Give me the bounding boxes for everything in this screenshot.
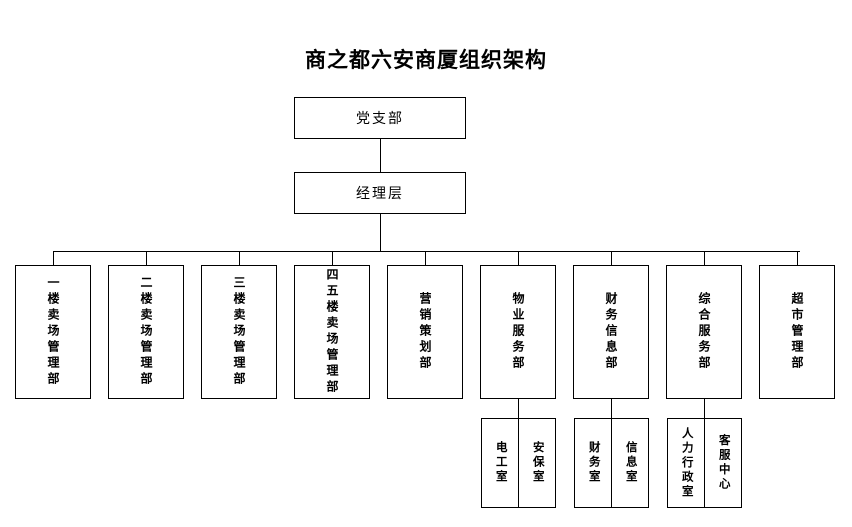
node-department-floor1[interactable]: 一楼卖场管理部	[15, 265, 91, 399]
node-department-finance[interactable]: 财务信息部	[573, 265, 649, 399]
connector-finance-to-subunits	[611, 399, 612, 418]
connector-drop-floor45	[332, 251, 333, 265]
connector-drop-floor1	[53, 251, 54, 265]
connector-drop-floor2	[146, 251, 147, 265]
node-subunit-hr-admin[interactable]: 人力行政室	[667, 418, 705, 508]
connector-drop-supermarket	[797, 251, 798, 265]
connector-drop-property	[518, 251, 519, 265]
connector-drop-marketing	[425, 251, 426, 265]
node-department-floor2[interactable]: 二楼卖场管理部	[108, 265, 184, 399]
node-subunit-information[interactable]: 信息室	[611, 418, 649, 508]
node-subunit-security[interactable]: 安保室	[518, 418, 556, 508]
connector-management-to-bus	[380, 214, 381, 252]
node-department-marketing[interactable]: 营销策划部	[387, 265, 463, 399]
connector-party-to-management	[380, 139, 381, 172]
node-department-general[interactable]: 综合服务部	[666, 265, 742, 399]
node-department-floor3[interactable]: 三楼卖场管理部	[201, 265, 277, 399]
node-department-supermarket[interactable]: 超市管理部	[759, 265, 835, 399]
connector-drop-general	[704, 251, 705, 265]
connector-drop-floor3	[239, 251, 240, 265]
node-party-branch[interactable]: 党支部	[294, 97, 466, 139]
node-subunit-electrician[interactable]: 电工室	[481, 418, 519, 508]
node-subunit-accounting[interactable]: 财务室	[574, 418, 612, 508]
node-subunit-customer-service[interactable]: 客服中心	[704, 418, 742, 508]
node-department-floor45[interactable]: 四五楼卖场管理部	[294, 265, 370, 399]
node-management[interactable]: 经理层	[294, 172, 466, 214]
connector-general-to-subunits	[704, 399, 705, 418]
connector-property-to-subunits	[518, 399, 519, 418]
connector-department-bus	[53, 251, 800, 252]
connector-drop-finance	[611, 251, 612, 265]
node-department-property[interactable]: 物业服务部	[480, 265, 556, 399]
page-title: 商之都六安商厦组织架构	[305, 48, 547, 72]
